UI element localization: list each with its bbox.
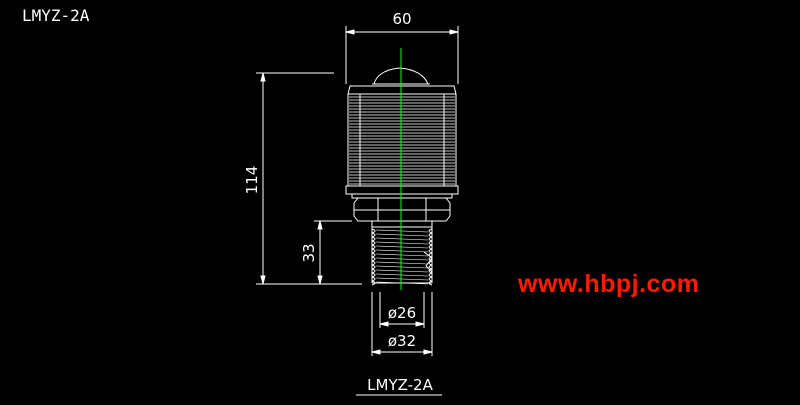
dimension-overall-height	[256, 72, 362, 285]
dimension-outer-diameter	[371, 292, 433, 356]
filter-cap-body	[347, 85, 457, 187]
drawing-caption: LMYZ-2A	[367, 376, 433, 394]
website-watermark: www.hbpj.com	[518, 270, 700, 298]
label-inner-diameter: ø26	[388, 304, 416, 322]
label-outer-diameter: ø32	[388, 332, 416, 350]
threaded-stem	[371, 220, 433, 286]
dome-cap	[373, 67, 429, 85]
label-overall-height: 114	[243, 166, 261, 195]
flange	[345, 185, 459, 199]
dimension-top-width	[345, 26, 459, 84]
hex-nut	[353, 197, 451, 222]
drawing-title: LMYZ-2A	[22, 6, 90, 25]
label-thread-height: 33	[300, 243, 318, 262]
dimension-thread-height	[314, 220, 352, 285]
label-top-width: 60	[392, 10, 411, 28]
dimension-inner-diameter	[379, 292, 425, 328]
